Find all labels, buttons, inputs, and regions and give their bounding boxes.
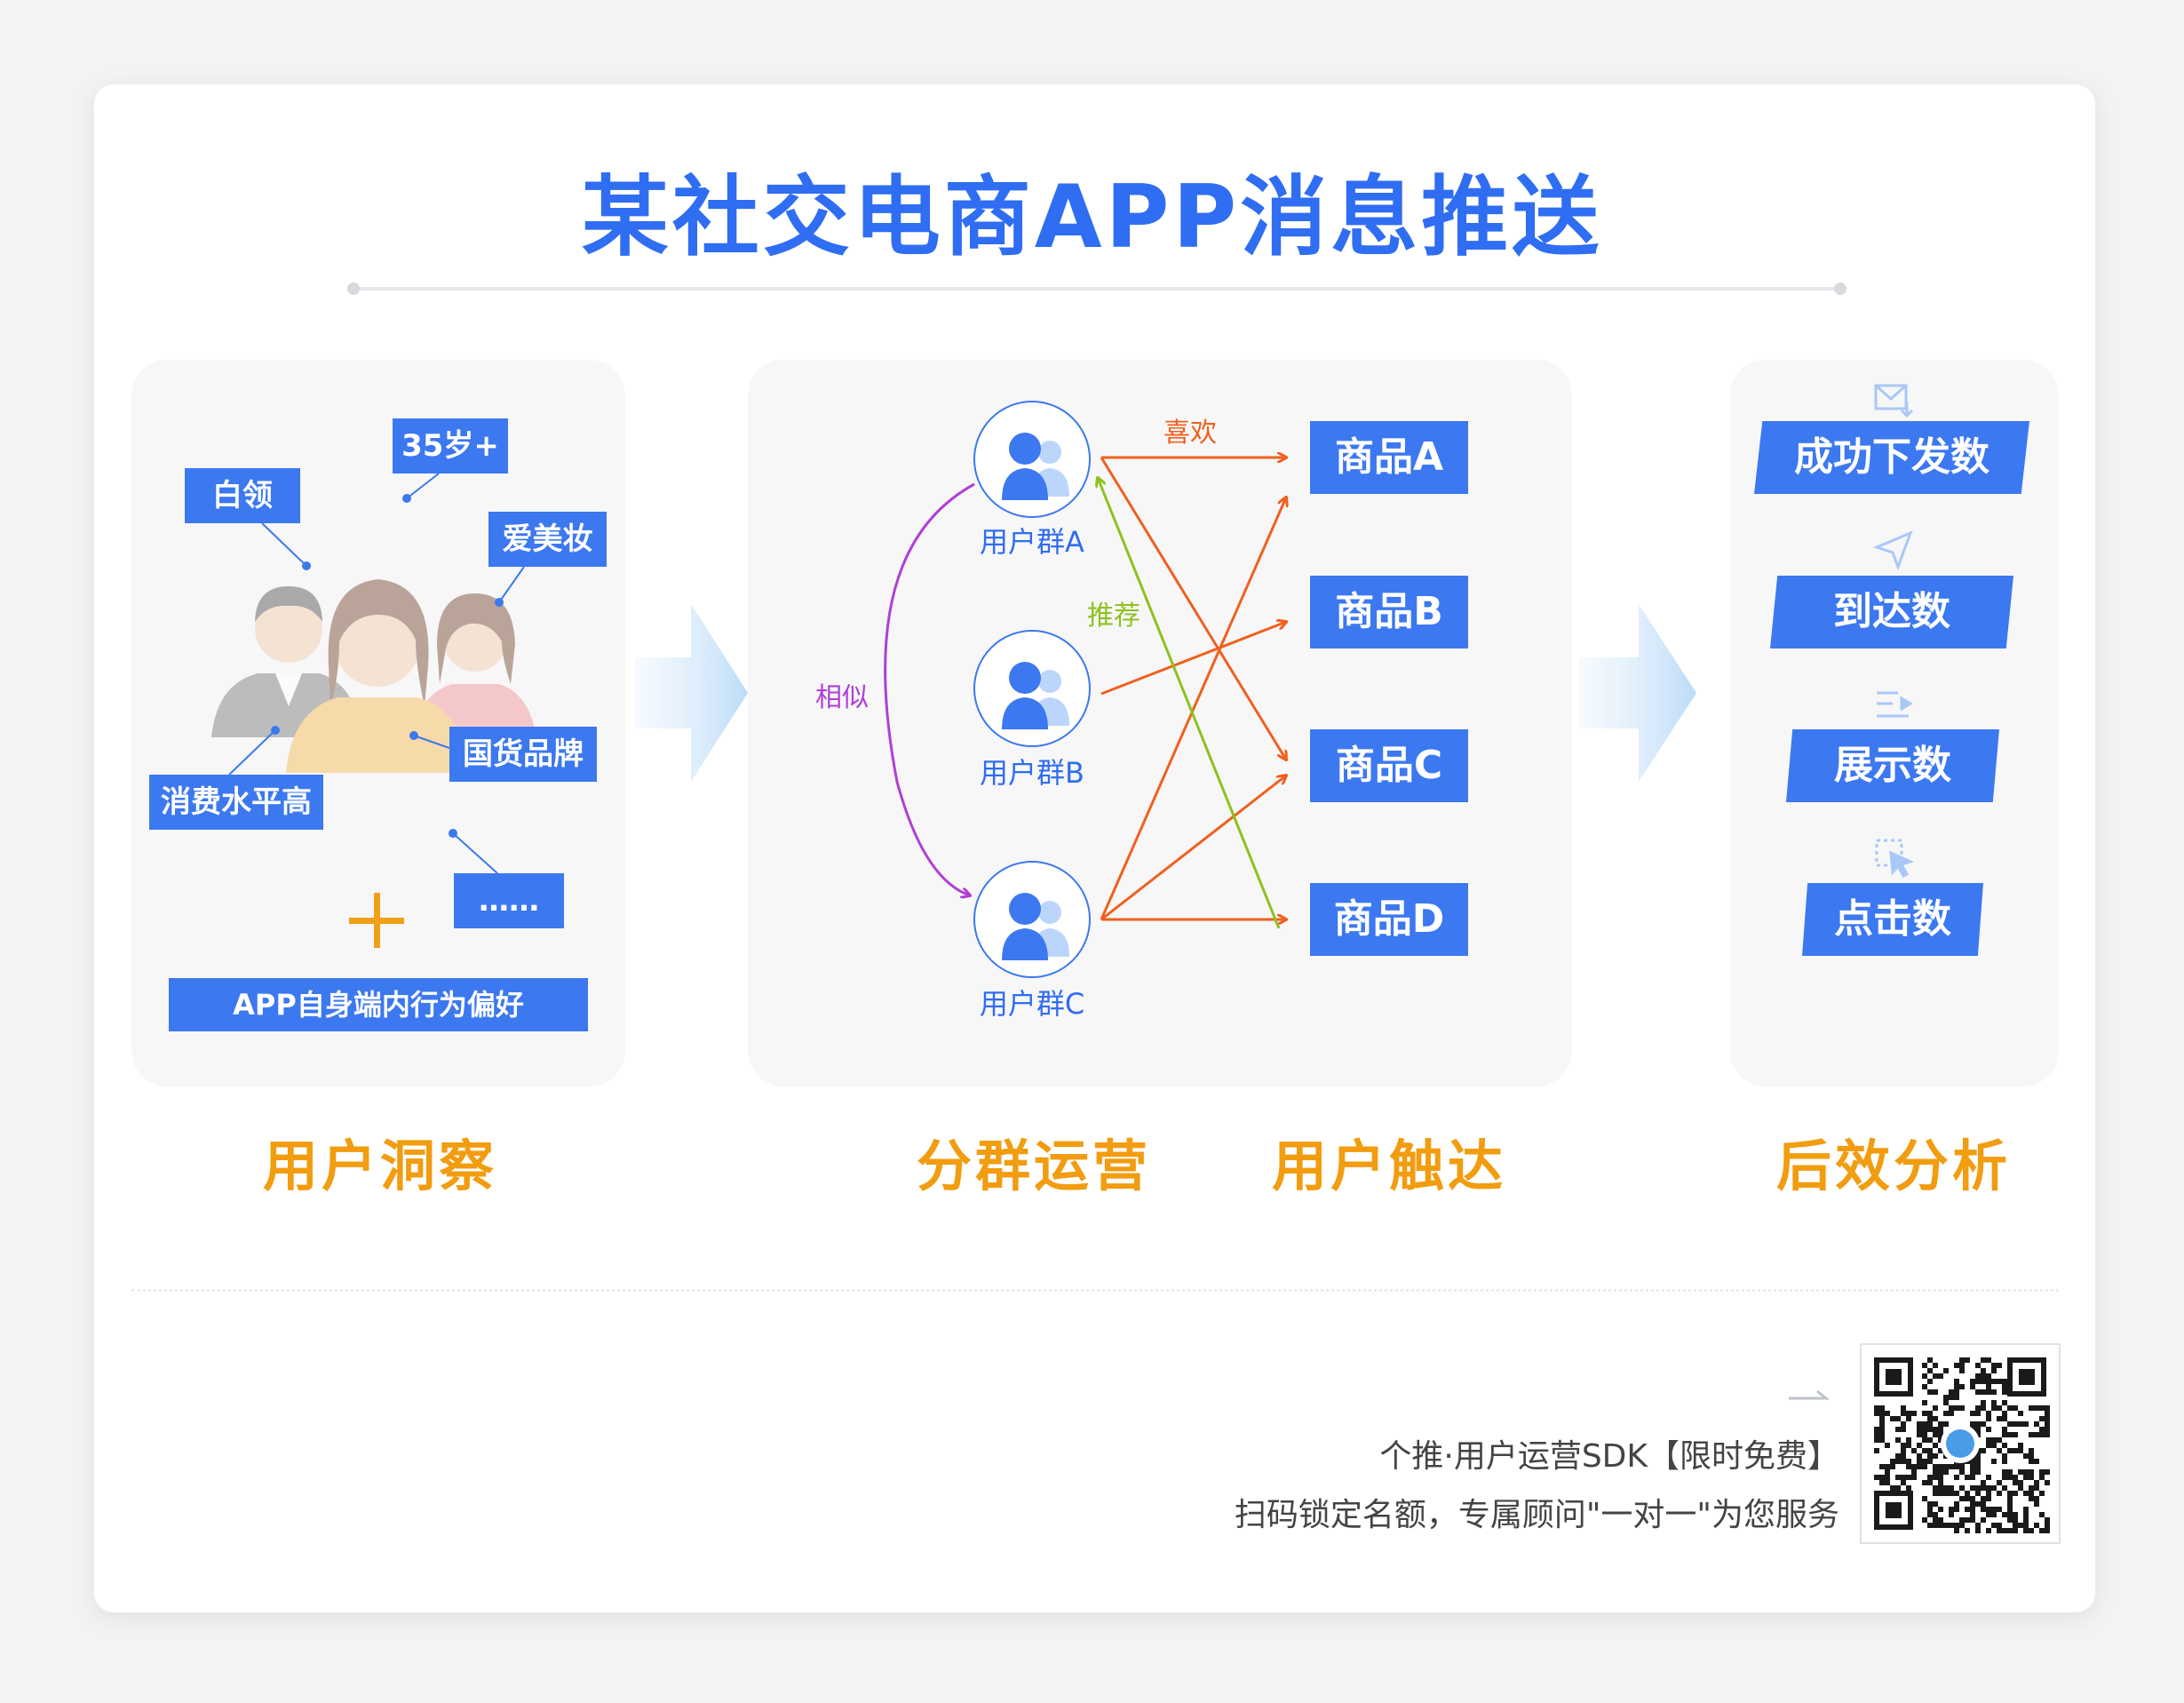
flow-arrow-1 xyxy=(635,604,748,782)
edge-c-to-product-c xyxy=(1100,776,1286,921)
group-b-avatar xyxy=(973,630,1091,747)
product-a: 商品A xyxy=(1310,421,1468,494)
label-recommend: 推荐 xyxy=(1087,601,1140,632)
metric-delivered: 成功下发数 xyxy=(1754,421,2029,494)
tag-domestic-brand: 国货品牌 xyxy=(449,727,597,782)
users-icon xyxy=(1002,893,1069,960)
flow-arrow-2 xyxy=(1579,604,1696,782)
plus-icon xyxy=(349,893,404,948)
section-reach: 用户触达 xyxy=(1272,1134,1507,1198)
group-c-avatar xyxy=(973,861,1091,978)
users-icon xyxy=(1002,662,1069,729)
edge-similar xyxy=(884,482,975,895)
group-c-label: 用户群C xyxy=(979,987,1085,1021)
title-divider xyxy=(347,283,1846,295)
group-a-avatar xyxy=(973,401,1091,518)
qr-code[interactable] xyxy=(1860,1343,2061,1544)
section-grouping: 分群运营 xyxy=(917,1134,1152,1198)
product-c: 商品C xyxy=(1310,729,1468,802)
arrow-right-icon xyxy=(1789,1389,1831,1400)
send-arrow-icon xyxy=(1872,530,1913,571)
edge-a-to-product-c xyxy=(1100,457,1286,760)
tag-age: 35岁+ xyxy=(393,418,508,473)
footer-divider xyxy=(131,1289,2059,1292)
tag-white-collar: 白领 xyxy=(185,468,300,523)
metric-displayed: 展示数 xyxy=(1786,729,1999,802)
metric-clicked: 点击数 xyxy=(1802,883,1983,956)
page-title: 某社交电商APP消息推送 xyxy=(581,167,1603,268)
users-icon xyxy=(1002,433,1069,500)
product-b: 商品B xyxy=(1310,576,1468,649)
mail-download-icon xyxy=(1874,384,1914,418)
metric-arrived: 到达数 xyxy=(1770,576,2013,649)
footer-promo-subline: 扫码锁定名额，专属顾问"一对一"为您服务 xyxy=(1234,1497,1839,1533)
display-list-icon xyxy=(1877,691,1913,718)
group-b-label: 用户群B xyxy=(980,756,1084,790)
edge-b-to-product-b xyxy=(1100,622,1286,696)
tag-more: …… xyxy=(454,873,564,928)
tag-beauty: 爱美妆 xyxy=(488,512,607,567)
group-a-label: 用户群A xyxy=(980,525,1084,559)
label-similar: 相似 xyxy=(815,682,869,713)
label-like: 喜欢 xyxy=(1163,418,1217,449)
section-user-insight: 用户洞察 xyxy=(263,1134,498,1198)
section-analysis: 后效分析 xyxy=(1776,1134,2012,1198)
tag-high-spending: 消费水平高 xyxy=(149,775,323,830)
footer-promo-line: 个推·用户运营SDK【限时免费】 xyxy=(1379,1438,1839,1475)
edge-c-to-product-a xyxy=(1100,497,1286,920)
logo-icon xyxy=(1946,1429,1974,1458)
click-cursor-icon xyxy=(1875,839,1915,878)
product-d: 商品D xyxy=(1310,883,1468,956)
edge-recommend xyxy=(1098,478,1281,929)
behavior-preference-tag: APP自身端内行为偏好 xyxy=(169,978,588,1031)
